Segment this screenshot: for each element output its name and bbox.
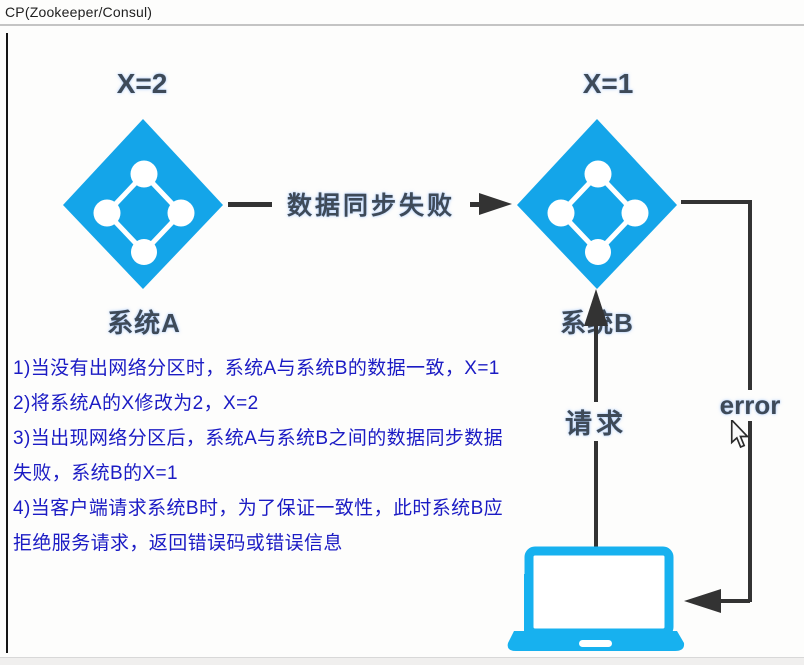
- mouse-cursor-icon: [730, 420, 750, 449]
- error-arrow-line-top: [681, 200, 751, 204]
- note-line: 1)当没有出网络分区时，系统A与系统B的数据一致，X=1: [13, 358, 500, 379]
- note-line: 失败，系统B的X=1: [13, 463, 179, 484]
- system-a-label: 系统A: [107, 308, 181, 338]
- cluster-nodes-icon: [517, 119, 677, 289]
- title-divider: [0, 24, 804, 26]
- system-b-value: X=1: [582, 68, 634, 99]
- window-title: CP(Zookeeper/Consul): [5, 4, 153, 20]
- error-arrow-label: error: [712, 390, 788, 421]
- arrowhead-up-icon: [584, 289, 608, 326]
- system-a-value: X=2: [116, 68, 168, 99]
- note-line: 4)当客户端请求系统B时，为了保证一致性，此时系统B应: [13, 498, 504, 519]
- note-line: 拒绝服务请求，返回错误码或错误信息: [13, 533, 343, 554]
- content-left-border: [6, 33, 8, 653]
- horizontal-scrollbar-track[interactable]: [0, 657, 804, 665]
- arrowhead-left-icon: [684, 589, 721, 613]
- error-arrow-line-bottom: [712, 599, 750, 603]
- request-arrow-label: 请求: [560, 402, 632, 441]
- arrowhead-right-icon: [479, 193, 512, 215]
- laptop-icon: [507, 546, 685, 651]
- notes-block: 1)当没有出网络分区时，系统A与系统B的数据一致，X=1 2)将系统A的X修改为…: [13, 351, 503, 561]
- note-line: 2)将系统A的X修改为2，X=2: [13, 393, 259, 414]
- note-line: 3)当出现网络分区后，系统A与系统B之间的数据同步数据: [13, 428, 504, 449]
- sync-arrow-label: 数据同步失败: [272, 186, 470, 222]
- cluster-nodes-icon: [63, 119, 223, 289]
